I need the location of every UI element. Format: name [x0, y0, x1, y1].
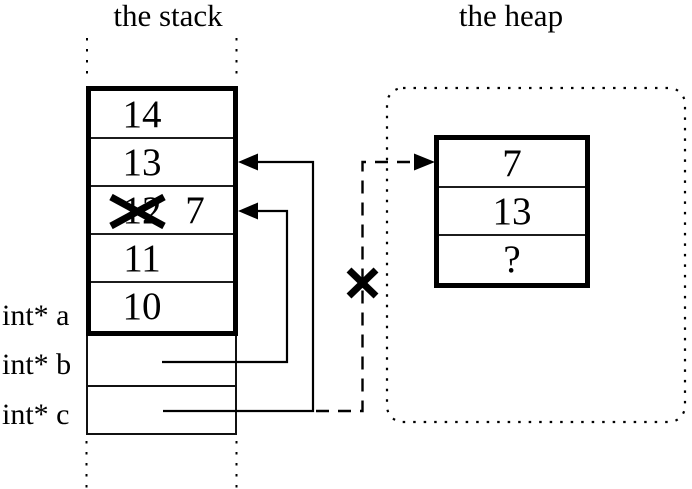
stack-title: the stack: [113, 0, 223, 33]
stack-cell-14: 14: [91, 91, 233, 139]
heap-array-box: 7 13 ?: [434, 135, 590, 288]
arrowhead: [238, 153, 258, 171]
stack-cell-value: 13: [122, 141, 162, 184]
arrowhead: [414, 153, 435, 171]
stack-cell-crossed-12-now-7: 12 7: [91, 187, 233, 235]
stack-array-box: 14 13 12 7 11 10: [86, 86, 238, 336]
arrowhead: [238, 202, 258, 220]
heap-cell-7: 7: [439, 140, 585, 188]
stack-cell-value: 10: [122, 285, 162, 328]
stack-cell-value: 11: [123, 237, 161, 280]
cross-out-x-invalid-pointer: [346, 267, 379, 299]
dashed-invalid-pointer-arrow: [316, 153, 435, 413]
heap-title: the heap: [458, 0, 564, 33]
heap-cell-13: 13: [439, 188, 585, 236]
stack-cell-10: 10: [91, 283, 233, 331]
stack-cell-new-value: 7: [185, 189, 205, 232]
pointer-label-a: int* a: [2, 299, 70, 332]
stack-cell-11: 11: [91, 235, 233, 283]
stack-cell-13: 13: [91, 139, 233, 187]
heap-cell-unknown: ?: [503, 238, 521, 281]
pointer-label-c: int* c: [2, 398, 70, 431]
pointer-label-b: int* b: [2, 348, 72, 381]
stack-cell-value: 14: [122, 93, 162, 136]
pointer-variable-rows: [86, 336, 237, 435]
